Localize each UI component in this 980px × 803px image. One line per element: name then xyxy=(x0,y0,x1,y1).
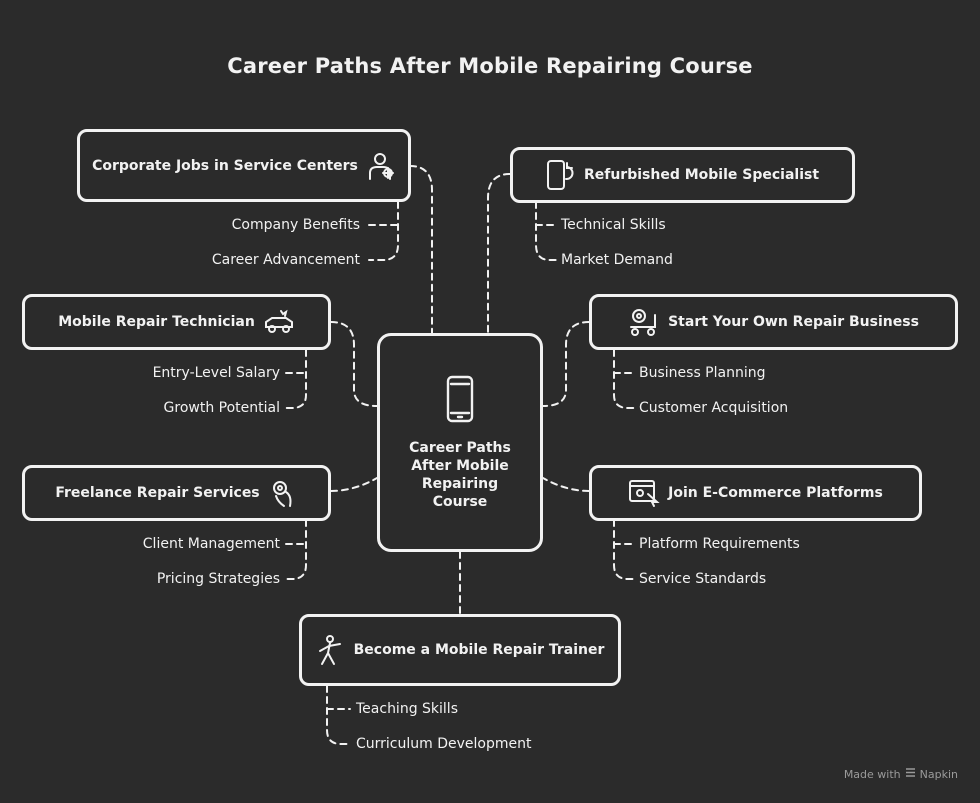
sub-item: Growth Potential xyxy=(163,400,280,416)
branch-refurbished-mobile-specialist: Refurbished Mobile Specialist xyxy=(510,147,855,203)
branch-start-repair-business: Start Your Own Repair Business xyxy=(589,294,958,350)
center-node: Career Paths After Mobile Repairing Cour… xyxy=(377,333,543,552)
sub-item: Customer Acquisition xyxy=(639,400,789,416)
sub-item: Pricing Strategies xyxy=(156,571,280,587)
branch-label: Freelance Repair Services xyxy=(55,485,260,501)
branch-become-repair-trainer: Become a Mobile Repair Trainer xyxy=(299,614,621,686)
smartphone-icon xyxy=(445,375,475,427)
branch-join-ecommerce-platforms: Join E-Commerce Platforms xyxy=(589,465,922,521)
sub-item: Career Advancement xyxy=(211,252,360,268)
hand-gear-icon xyxy=(268,478,298,508)
center-label: Career Paths After Mobile Repairing Cour… xyxy=(409,439,511,510)
sub-item: Company Benefits xyxy=(231,217,360,233)
browser-cursor-icon xyxy=(628,478,660,508)
made-with-label: Made with xyxy=(843,767,901,781)
phone-refresh-icon xyxy=(546,159,576,191)
branch-label: Become a Mobile Repair Trainer xyxy=(353,642,605,658)
diagram-title: Career Paths After Mobile Repairing Cour… xyxy=(227,54,753,78)
branch-label: Mobile Repair Technician xyxy=(58,314,255,330)
trainer-icon xyxy=(316,634,346,666)
napkin-logo-icon xyxy=(905,767,916,781)
branch-label: Start Your Own Repair Business xyxy=(668,314,919,330)
service-worker-icon xyxy=(366,151,396,181)
sub-item: Client Management xyxy=(142,536,280,552)
branch-label: Join E-Commerce Platforms xyxy=(668,485,883,501)
branch-corporate-jobs: Corporate Jobs in Service Centers xyxy=(77,129,411,202)
branch-label: Corporate Jobs in Service Centers xyxy=(92,157,358,174)
branch-freelance-repair-services: Freelance Repair Services xyxy=(22,465,331,521)
sub-item: Platform Requirements xyxy=(639,536,800,552)
sub-item: Entry-Level Salary xyxy=(152,365,280,381)
sub-item: Service Standards xyxy=(639,571,767,587)
made-with-badge: Made with Napkin xyxy=(844,767,958,781)
brand-name: Napkin xyxy=(919,767,958,781)
repair-vehicle-icon xyxy=(263,309,295,335)
sub-item: Market Demand xyxy=(561,252,673,268)
sub-item: Teaching Skills xyxy=(356,701,458,717)
branch-mobile-repair-technician: Mobile Repair Technician xyxy=(22,294,331,350)
sub-item: Technical Skills xyxy=(561,217,666,233)
sub-item: Curriculum Development xyxy=(356,736,532,752)
branch-label: Refurbished Mobile Specialist xyxy=(583,167,820,183)
cart-gear-icon xyxy=(628,307,660,337)
sub-item: Business Planning xyxy=(639,365,766,381)
